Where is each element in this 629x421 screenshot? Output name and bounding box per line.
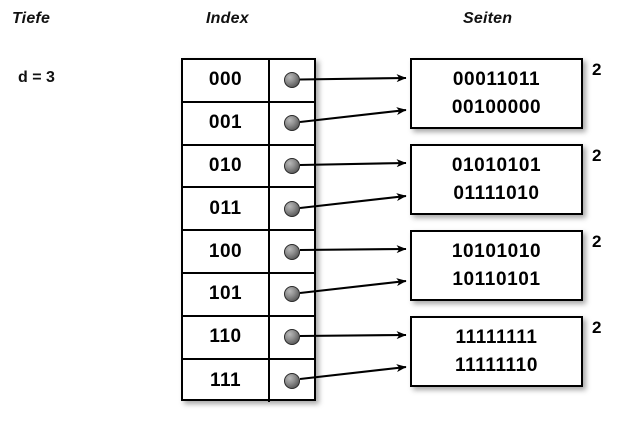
index-row[interactable]: 000	[183, 60, 314, 103]
page-box[interactable]: 11111111 11111110	[410, 316, 583, 387]
column-header-pages: Seiten	[463, 10, 513, 27]
index-key: 010	[183, 145, 270, 187]
index-pointer-cell[interactable]	[270, 231, 314, 272]
index-key: 011	[183, 188, 270, 230]
page-record: 01010101	[451, 154, 542, 176]
index-row[interactable]: 101	[183, 273, 314, 317]
index-key: 100	[183, 231, 270, 272]
page-box[interactable]: 10101010 10110101	[410, 230, 583, 301]
column-header-depth: Tiefe	[12, 10, 51, 27]
index-row[interactable]: 011	[183, 188, 314, 232]
index-row[interactable]: 010	[183, 145, 314, 189]
index-key: 101	[183, 273, 270, 315]
page-box[interactable]: 00011011 00100000	[410, 58, 583, 129]
index-row[interactable]: 110	[183, 316, 314, 360]
index-pointer-cell[interactable]	[270, 274, 314, 315]
page-record: 11111110	[454, 354, 539, 376]
page-local-depth: 2	[592, 60, 602, 79]
index-pointer-cell[interactable]	[270, 60, 314, 101]
page-record: 00011011	[452, 68, 541, 90]
page-local-depth: 2	[592, 232, 602, 251]
pointer-dot-icon	[284, 115, 300, 132]
page-local-depth: 2	[592, 318, 602, 337]
index-key: 111	[183, 359, 270, 403]
pointer-dot-icon	[284, 372, 300, 389]
index-key: 000	[183, 60, 270, 101]
column-header-index: Index	[206, 10, 249, 27]
page-record: 00100000	[451, 96, 542, 118]
index-key: 001	[183, 102, 270, 144]
pointer-dot-icon	[284, 329, 300, 346]
index-row[interactable]: 100	[183, 231, 314, 274]
page-local-depth: 2	[592, 146, 602, 165]
index-key: 110	[183, 316, 270, 358]
index-pointer-cell[interactable]	[270, 146, 314, 187]
index-row[interactable]: 001	[183, 102, 314, 146]
index-row[interactable]: 111	[183, 359, 314, 403]
page-record: 01111010	[453, 182, 540, 204]
page-box[interactable]: 01010101 01111010	[410, 144, 583, 215]
pointer-dot-icon	[284, 157, 300, 174]
pointer-dot-icon	[284, 286, 300, 303]
pointer-dot-icon	[284, 200, 300, 217]
index-directory-table: 000 001 010 011 100	[181, 58, 316, 403]
index-pointer-cell[interactable]	[270, 188, 314, 229]
index-pointer-cell[interactable]	[270, 317, 314, 358]
index-pointer-cell[interactable]	[270, 360, 314, 403]
index-pointer-cell[interactable]	[270, 103, 314, 144]
pointer-dot-icon	[284, 243, 300, 260]
pointer-dot-icon	[284, 72, 300, 89]
page-record: 10110101	[452, 268, 541, 290]
page-record: 10101010	[451, 240, 542, 262]
page-record: 11111111	[455, 326, 538, 348]
global-depth-label: d = 3	[18, 69, 55, 86]
